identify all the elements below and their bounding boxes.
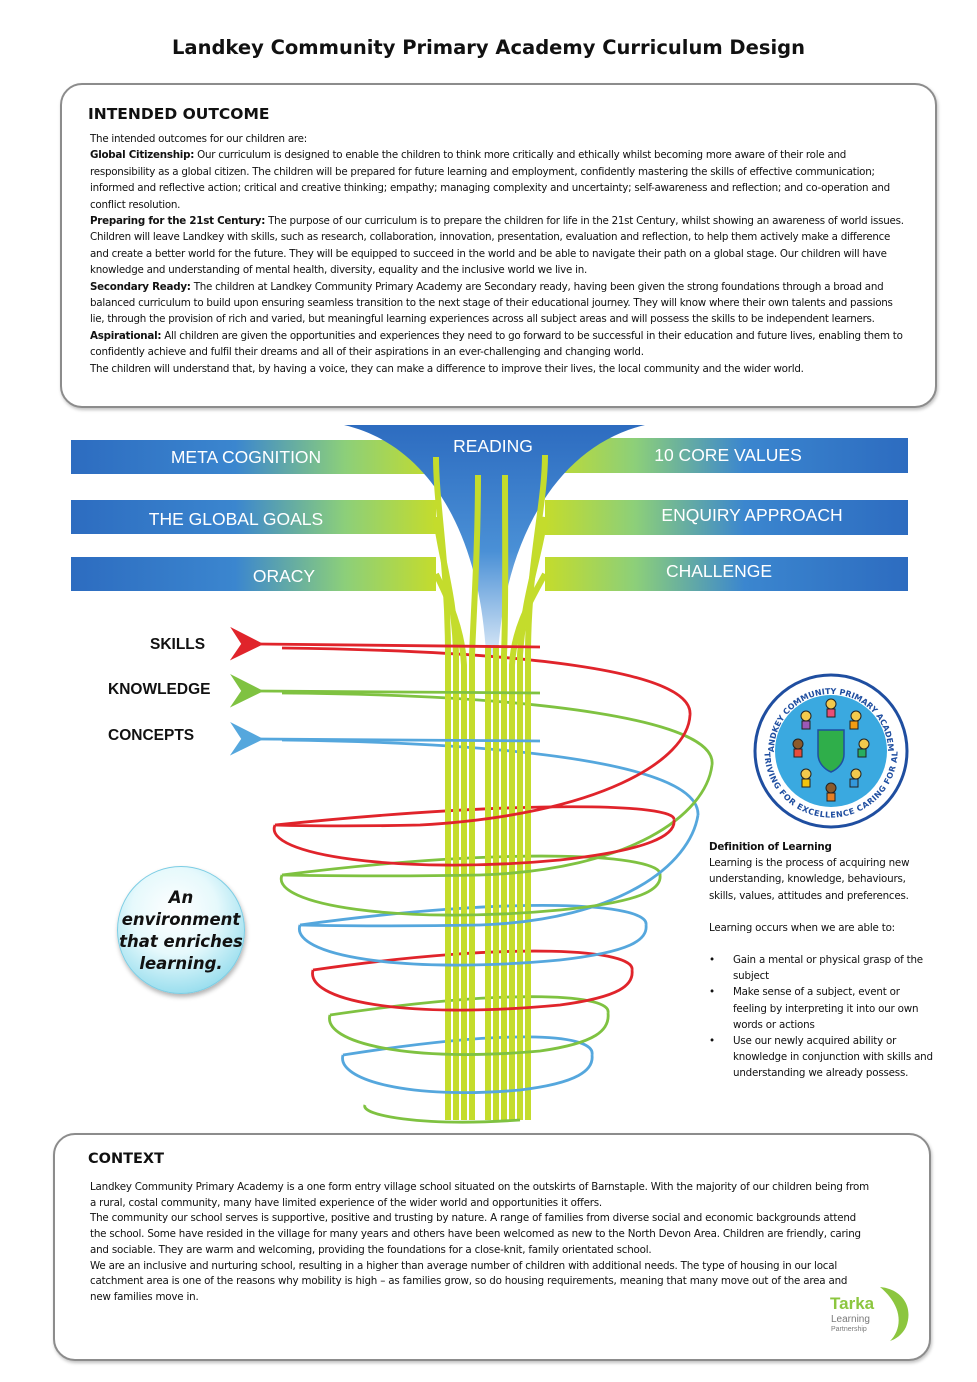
bullet-icon: • [709,954,715,967]
band-label-enquiry-approach: ENQUIRY APPROACH [661,505,842,525]
tarka-line1: Learning [831,1314,870,1325]
outcome-label: Preparing for the 21st Century: [90,215,266,228]
definition-title: Definition of Learning [709,841,832,853]
context-paragraph: We are an inclusive and nurturing school… [90,1259,848,1303]
context-panel: CONTEXT Landkey Community Primary Academ… [53,1133,931,1361]
context-heading: CONTEXT [88,1151,164,1167]
page-title: Landkey Community Primary Academy Curric… [172,36,805,59]
knowledge-arrow [229,674,541,708]
outcome-body: The children at Landkey Community Primar… [90,280,893,326]
school-logo: LANDKEY COMMUNITY PRIMARY ACADEMY STRIVI… [752,672,909,829]
outcome-label: Global Citizenship: [90,149,195,162]
band-global-goals [71,500,436,534]
bullet-icon: • [709,986,715,999]
band-challenge [545,557,908,591]
list-item: •Make sense of a subject, event or feeli… [709,986,919,1031]
intended-outcome-panel: INTENDED OUTCOME The intended outcomes f… [60,83,937,408]
intended-outcome-heading: INTENDED OUTCOME [88,105,270,123]
tarka-name: Tarka [830,1294,875,1313]
reading-funnel [344,425,645,655]
concepts-label: CONCEPTS [108,727,195,744]
context-text: Landkey Community Primary Academy is a o… [90,1180,870,1306]
children-figures-icon [792,698,870,802]
band-meta-cognition [71,440,436,474]
tarka-line2: Partnership [831,1326,867,1333]
knowledge-label: KNOWLEDGE [108,681,211,698]
band-label-global-goals: THE GLOBAL GOALS [149,509,323,529]
reading-label: READING [453,436,533,456]
intended-outcome-closing: The children will understand that, by ha… [90,362,804,375]
outcome-aspirational: Aspirational: All children are given the… [90,328,905,361]
intended-outcome-intro: The intended outcomes for our children a… [90,133,307,145]
list-item: •Use our newly acquired ability or knowl… [709,1035,933,1080]
band-label-challenge: CHALLENGE [666,561,772,581]
intended-outcome-text: The intended outcomes for our children a… [90,131,905,377]
bullet-icon: • [709,1035,715,1048]
definition-text: Learning is the process of acquiring new… [709,857,910,902]
curriculum-diagram: META COGNITION THE GLOBAL GOALS ORACY 10… [71,425,908,1124]
outcome-label: Aspirational: [90,329,162,342]
outcome-label: Secondary Ready: [90,280,191,293]
outcome-body: All children are given the opportunities… [90,329,903,359]
outcome-body: The purpose of our curriculum is to prep… [90,215,904,277]
context-paragraph: The community our school serves is suppo… [90,1212,861,1256]
definition-of-learning: Definition of Learning Learning is the p… [709,839,934,1082]
outcome-global-citizenship: Global Citizenship: Our curriculum is de… [90,147,905,213]
band-oracy [71,557,436,591]
outcome-21st-century: Preparing for the 21st Century: The purp… [90,213,905,279]
swoosh-icon [880,1287,909,1341]
skills-arrow [229,626,541,661]
band-enquiry-approach [545,500,908,535]
band-label-core-values: 10 CORE VALUES [654,445,802,465]
tarka-logo: Tarka Learning Partnership [830,1287,909,1341]
environment-bubble: An environment that enriches learning. [117,866,245,994]
definition-occurs: Learning occurs when we are able to: [709,921,895,934]
band-core-values [545,438,908,473]
outcome-secondary-ready: Secondary Ready: The children at Landkey… [90,279,905,328]
definition-list: •Gain a mental or physical grasp of the … [709,952,934,1082]
environment-text: An environment that enriches learning. [119,888,243,973]
list-item: •Gain a mental or physical grasp of the … [709,954,923,983]
shield-icon [817,729,845,773]
concepts-arrow [229,722,541,756]
context-paragraph: Landkey Community Primary Academy is a o… [90,1181,869,1209]
outcome-body: Our curriculum is designed to enable the… [90,149,890,211]
band-label-oracy: ORACY [253,566,316,586]
skills-label: SKILLS [150,636,206,653]
band-label-meta-cognition: META COGNITION [171,447,321,467]
